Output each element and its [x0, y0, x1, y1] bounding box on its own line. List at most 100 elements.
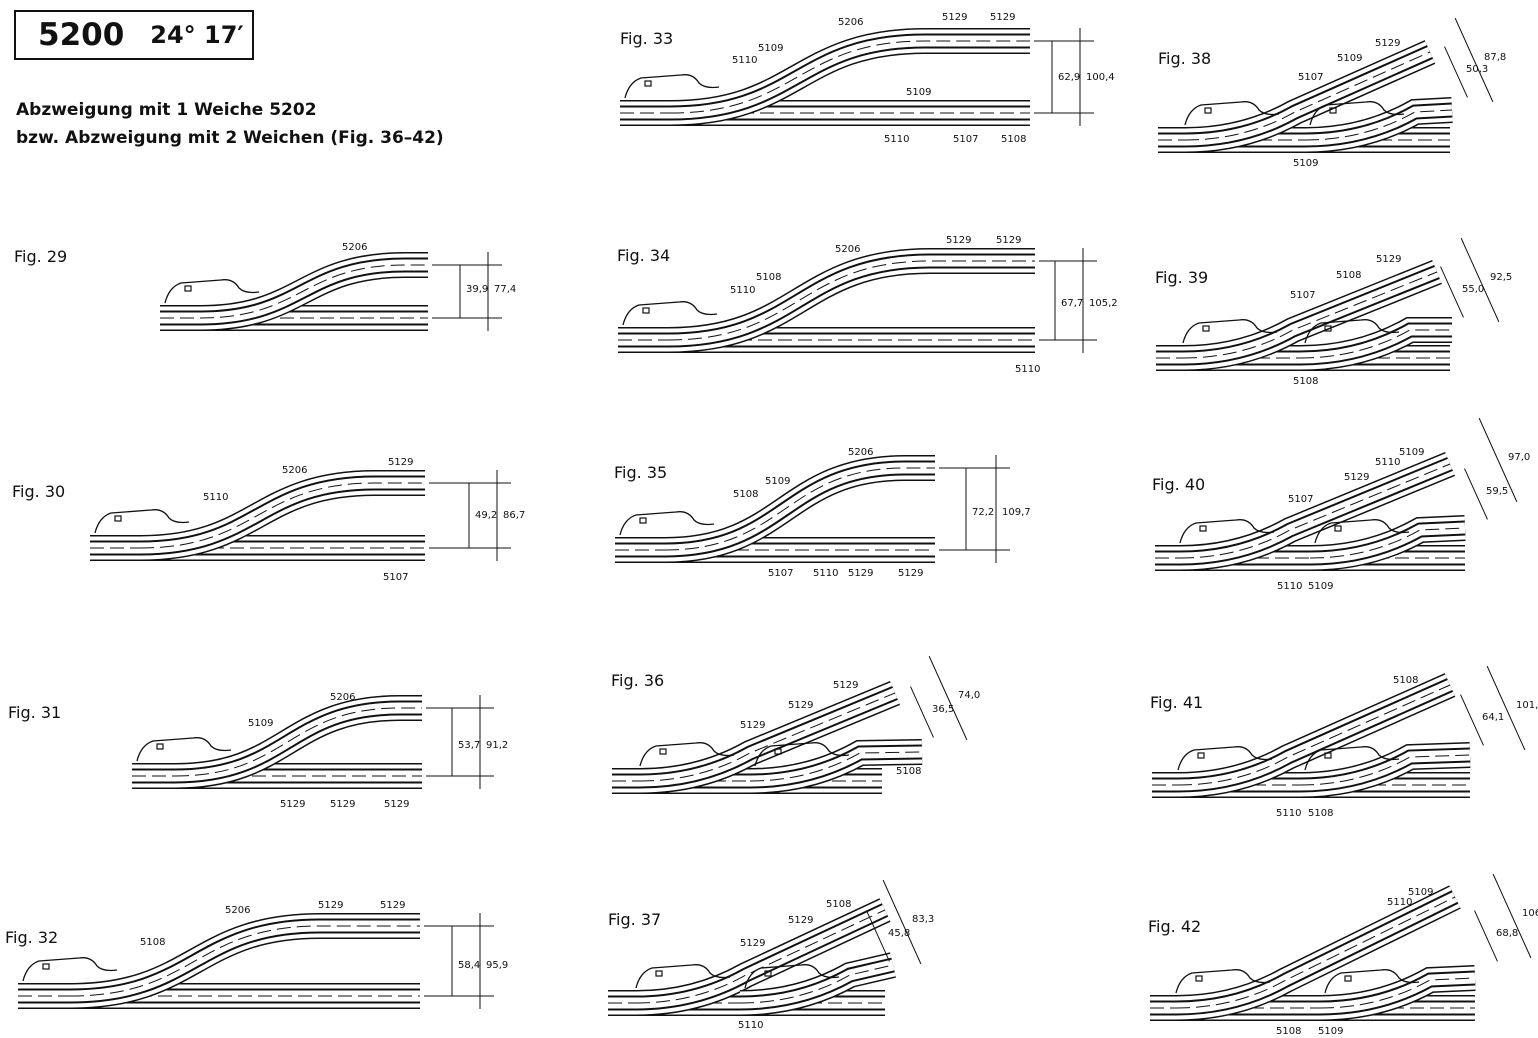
- dimension-line-outer: [1492, 873, 1532, 959]
- dimension-line-outer: [1478, 417, 1518, 503]
- figure-label: Fig. 35: [614, 463, 667, 482]
- dimension-outer-value: 77,4: [494, 284, 516, 295]
- figure-label: Fig. 42: [1148, 917, 1201, 936]
- track-piece-label: 5109: [1293, 158, 1318, 169]
- track-set-number: 5200: [38, 17, 125, 53]
- track-piece-label: 5110: [730, 285, 755, 296]
- dimension-line-outer: [1460, 237, 1500, 323]
- turnout-housing: [754, 742, 850, 767]
- second-branch-track: [1309, 515, 1466, 571]
- figure-label: Fig. 37: [608, 910, 661, 929]
- turnout-angle: 24° 17′: [150, 21, 244, 49]
- track-piece-label: 5206: [838, 17, 863, 28]
- dimension-outer-value: 97,0: [1508, 452, 1530, 463]
- turnout-lever-icon: [764, 970, 772, 977]
- turnout-lever-icon: [1324, 325, 1332, 332]
- turnout-housing: [164, 279, 260, 304]
- branch-track: [669, 28, 1030, 126]
- track-piece-label: 5108: [1276, 1026, 1301, 1037]
- track-piece-label: 5109: [765, 476, 790, 487]
- turnout-lever-icon: [184, 285, 192, 292]
- track-piece-label: 5107: [768, 568, 793, 579]
- dimension-inner-value: 59,5: [1486, 486, 1508, 497]
- track-piece-label: 5206: [835, 244, 860, 255]
- turnout-lever-icon: [1324, 752, 1332, 759]
- figure-label: Fig. 40: [1152, 475, 1205, 494]
- track-piece-label: 5107: [1288, 494, 1313, 505]
- track-piece-label: 5129: [990, 12, 1015, 23]
- track-piece-label: 5129: [280, 799, 305, 810]
- dimension-inner-value: 53,7: [458, 740, 480, 751]
- dimension-outer-value: 106,3: [1522, 908, 1538, 919]
- track-piece-label: 5129: [1375, 38, 1400, 49]
- figure-label: Fig. 32: [5, 928, 58, 947]
- turnout-housing: [22, 957, 118, 982]
- turnout-lever-icon: [774, 748, 782, 755]
- turnout-lever-icon: [1329, 107, 1337, 114]
- dimension-inner-value: 62,9: [1058, 72, 1080, 83]
- branch-track: [174, 695, 422, 789]
- branch-track: [69, 913, 420, 1009]
- dimension-line-inner: [866, 910, 890, 962]
- turnout-lever-icon: [1204, 107, 1212, 114]
- track-piece-label: 5129: [788, 700, 813, 711]
- dimension-line-inner: [1440, 266, 1464, 318]
- dimension-outer-value: 74,0: [958, 690, 980, 701]
- track-piece-label: 5206: [225, 905, 250, 916]
- turnout-lever-icon: [1199, 525, 1207, 532]
- track-piece-label: 5129: [942, 12, 967, 23]
- figure-label: Fig. 31: [8, 703, 61, 722]
- dimension-outer-value: 101,6: [1516, 700, 1538, 711]
- turnout-housing: [136, 737, 232, 762]
- dimension-inner-value: 68,8: [1496, 928, 1518, 939]
- turnout-housing: [635, 964, 731, 989]
- track-piece-label: 5108: [1393, 675, 1418, 686]
- track-piece-label: 5110: [884, 134, 909, 145]
- track-piece-label: 5109: [1318, 1026, 1343, 1037]
- track-piece-label: 5108: [733, 489, 758, 500]
- turnout-housing: [1175, 969, 1271, 994]
- track-piece-label: 5110: [813, 568, 838, 579]
- branch-track: [635, 898, 891, 1016]
- dimension-outer-value: 105,2: [1089, 298, 1118, 309]
- track-piece-label: 5107: [1290, 290, 1315, 301]
- track-piece-label: 5110: [1387, 897, 1412, 908]
- track-piece-label: 5108: [140, 937, 165, 948]
- track-piece-label: 5109: [1337, 53, 1362, 64]
- branch-track: [667, 248, 1035, 353]
- dimension-outer-value: 100,4: [1086, 72, 1115, 83]
- subtitle-line-1: Abzweigung mit 1 Weiche 5202: [16, 100, 317, 120]
- turnout-housing: [622, 301, 718, 326]
- dimension-inner-value: 67,7: [1061, 298, 1083, 309]
- dimension-outer-value: 87,8: [1484, 52, 1506, 63]
- dimension-outer-value: 109,7: [1002, 507, 1031, 518]
- turnout-housing: [624, 74, 720, 99]
- second-branch-track: [1299, 317, 1452, 371]
- second-branch-track: [1299, 742, 1471, 798]
- turnout-housing: [619, 511, 715, 536]
- track-piece-label: 5108: [1308, 808, 1333, 819]
- dimension-outer-value: 95,9: [486, 960, 508, 971]
- turnout-lever-icon: [1334, 525, 1342, 532]
- track-piece-label: 5108: [826, 899, 851, 910]
- track-piece-label: 5109: [906, 87, 931, 98]
- figure-label: Fig. 33: [620, 29, 673, 48]
- turnout-lever-icon: [1195, 975, 1203, 982]
- figure-label: Fig. 34: [617, 246, 670, 265]
- dimension-line-outer: [928, 655, 968, 741]
- turnout-housing: [744, 964, 840, 989]
- turnout-housing: [1304, 746, 1400, 771]
- turnout-lever-icon: [655, 970, 663, 977]
- branch-track: [664, 455, 935, 563]
- track-piece-label: 5129: [1376, 254, 1401, 265]
- branch-track: [1182, 259, 1442, 371]
